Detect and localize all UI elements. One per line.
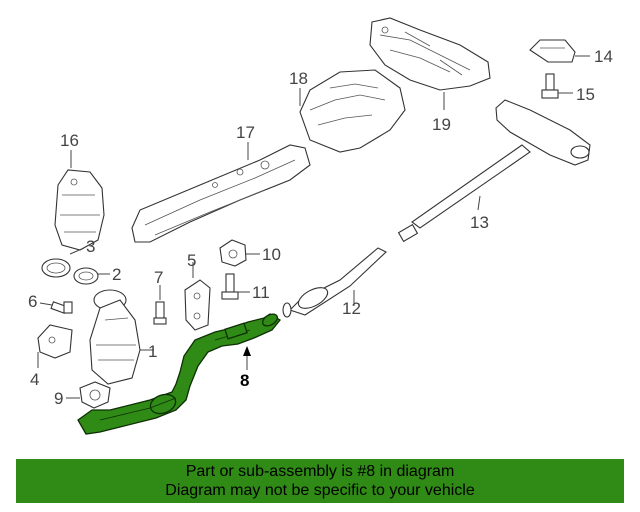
part-14-hanger-bracket[interactable] — [529, 39, 576, 63]
callout-7: 7 — [154, 268, 163, 287]
part-3-clamp[interactable] — [41, 258, 71, 278]
exhaust-system-diagram: 1 2 3 4 5 6 7 8 9 10 11 12 13 14 15 16 1… — [28, 17, 613, 435]
part-13-muffler-assembly[interactable] — [397, 99, 591, 243]
part-12-resonator-pipe[interactable] — [282, 247, 387, 318]
part-7-bolt[interactable] — [153, 301, 167, 325]
part-8-leader-arrow — [243, 346, 251, 356]
callout-10: 10 — [262, 245, 281, 264]
callout-11: 11 — [252, 283, 270, 302]
part-5-bracket[interactable] — [184, 279, 211, 331]
part-2-gasket[interactable] — [73, 267, 99, 285]
part-10-flange[interactable] — [219, 239, 247, 267]
part-9-gasket[interactable] — [79, 381, 111, 409]
part-15-bolt[interactable] — [541, 73, 559, 99]
banner-line-part-number: Part or sub-assembly is #8 in diagram — [185, 463, 455, 480]
callout-2: 2 — [112, 265, 121, 284]
banner-line-disclaimer: Diagram may not be specific to your vehi… — [165, 482, 475, 499]
part-17-heat-shield[interactable] — [131, 144, 311, 243]
callout-19: 19 — [432, 115, 451, 134]
part-4-bracket[interactable] — [37, 324, 73, 359]
part-info-banner: Part or sub-assembly is #8 in diagram Di… — [16, 459, 624, 503]
callout-6: 6 — [28, 292, 37, 311]
part-6-bolt[interactable] — [50, 301, 73, 314]
callout-4: 4 — [30, 370, 39, 389]
callout-12: 12 — [342, 299, 361, 318]
callout-15: 15 — [576, 85, 595, 104]
callout-18: 18 — [289, 69, 308, 88]
callout-14: 14 — [594, 47, 613, 66]
callout-3: 3 — [86, 237, 95, 256]
part-18-heat-shield[interactable] — [299, 69, 406, 153]
callout-13: 13 — [470, 213, 489, 232]
callout-1: 1 — [148, 342, 157, 361]
callout-8: 8 — [240, 371, 249, 390]
part-1-catalytic-converter[interactable] — [89, 289, 141, 385]
part-8-front-exhaust-pipe[interactable] — [77, 312, 281, 435]
part-11-bolt[interactable] — [221, 273, 239, 300]
callout-9: 9 — [54, 389, 63, 408]
part-19-heat-shield[interactable] — [369, 17, 491, 91]
callout-16: 16 — [60, 131, 79, 150]
callout-5: 5 — [187, 251, 196, 270]
part-16-manifold-heat-shield[interactable] — [54, 169, 105, 251]
callout-17: 17 — [236, 123, 255, 142]
